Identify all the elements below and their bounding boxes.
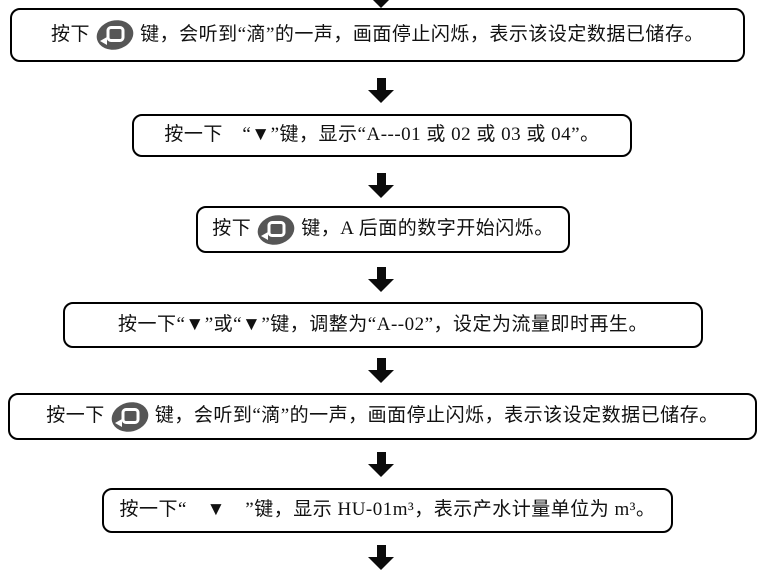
- arrow-stem: [376, 452, 386, 464]
- arrow-stem: [376, 358, 386, 370]
- down-arrow: [368, 78, 394, 103]
- step-box-6: 按一下“ ▼ ”键，显示 HU-01m³，表示产水计量单位为 m³。: [102, 488, 673, 533]
- arrow-stem: [376, 173, 386, 185]
- step-text-post: 键，会听到“滴”的一声，画面停止闪烁，表示该设定数据已储存。: [140, 23, 704, 45]
- arrow-head: [368, 185, 394, 198]
- arrow-head: [368, 464, 394, 477]
- down-arrow: [368, 452, 394, 477]
- down-arrow: [368, 267, 394, 292]
- enter-key-icon: [257, 214, 295, 245]
- enter-key-icon: [111, 401, 149, 432]
- arrow-stem: [376, 267, 386, 279]
- step-box-2: 按一下 “▼”键，显示“A---01 或 02 或 03 或 04”。: [132, 114, 632, 157]
- down-arrow: [368, 545, 394, 570]
- arrow-head: [368, 370, 394, 383]
- step-text-post: 键，会听到“滴”的一声，画面停止闪烁，表示该设定数据已储存。: [154, 405, 719, 427]
- step-box-4: 按一下“▼”或“▼”键，调整为“A--02”，设定为流量即时再生。: [63, 302, 703, 348]
- step-box-5: 按一下 键，会听到“滴”的一声，画面停止闪烁，表示该设定数据已储存。: [8, 393, 757, 440]
- down-arrow: [368, 358, 394, 383]
- arrow-head: [368, 279, 394, 292]
- down-arrow: [368, 173, 394, 198]
- arrow-stem: [376, 78, 386, 90]
- down-arrow: [368, 0, 394, 8]
- enter-key-icon: [96, 20, 134, 50]
- arrow-head: [368, 0, 394, 8]
- step-text-post: 键，A 后面的数字开始闪烁。: [301, 218, 554, 240]
- step-text: 按一下“ ▼ ”键，显示 HU-01m³，表示产水计量单位为 m³。: [119, 499, 656, 521]
- arrow-head: [368, 557, 394, 570]
- step-text: 按一下 “▼”键，显示“A---01 或 02 或 03 或 04”。: [164, 124, 600, 146]
- step-text: 按一下“▼”或“▼”键，调整为“A--02”，设定为流量即时再生。: [117, 313, 649, 335]
- arrow-head: [368, 90, 394, 103]
- step-text-pre: 按一下: [46, 405, 105, 427]
- step-text-pre: 按下: [51, 23, 91, 45]
- step-box-3: 按下 键，A 后面的数字开始闪烁。: [196, 206, 570, 253]
- step-text-pre: 按下: [212, 218, 252, 240]
- arrow-stem: [376, 545, 386, 557]
- step-box-1: 按下 键，会听到“滴”的一声，画面停止闪烁，表示该设定数据已储存。: [10, 8, 745, 62]
